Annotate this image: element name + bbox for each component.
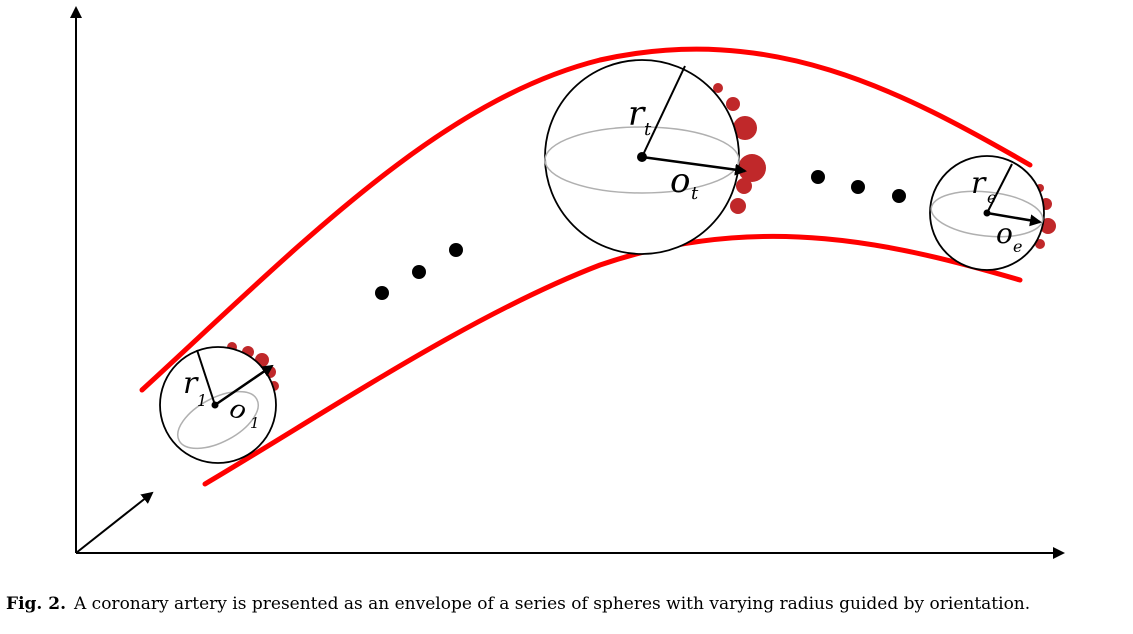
sphere-t: r t o t [544,59,766,255]
radius-subscript-t: t [644,119,652,140]
radius-label-first: r [183,366,199,401]
radius-label-e: r [971,166,987,201]
caption-text: A coronary artery is presented as an env… [74,594,1031,614]
figure-number: Fig. 2. [6,594,66,614]
center-label-e: o [996,217,1013,250]
center-subscript-e: e [1013,237,1022,256]
sphere-e: r e o e [929,155,1056,271]
continuation-dots-left [375,243,463,300]
envelope-upper-curve [139,46,1033,393]
center-label-t: o [670,161,690,201]
sphere-first: r 1 o 1 [159,342,279,464]
z-axis [75,491,154,554]
radius-label-t: r [628,94,646,134]
artery-diagram: r 1 o 1 r t o t [70,6,1065,559]
coordinate-axes [70,6,1065,559]
vessel-envelope [139,46,1033,487]
center-subscript-t: t [691,183,699,204]
envelope-lower-curve [202,233,1023,487]
radius-subscript-e: e [987,188,996,207]
continuation-dots-right [811,170,906,203]
figure-caption: Fig. 2. A coronary artery is presented as… [6,594,1126,614]
radius-subscript-first: 1 [197,391,207,410]
center-subscript-first: 1 [250,414,260,432]
